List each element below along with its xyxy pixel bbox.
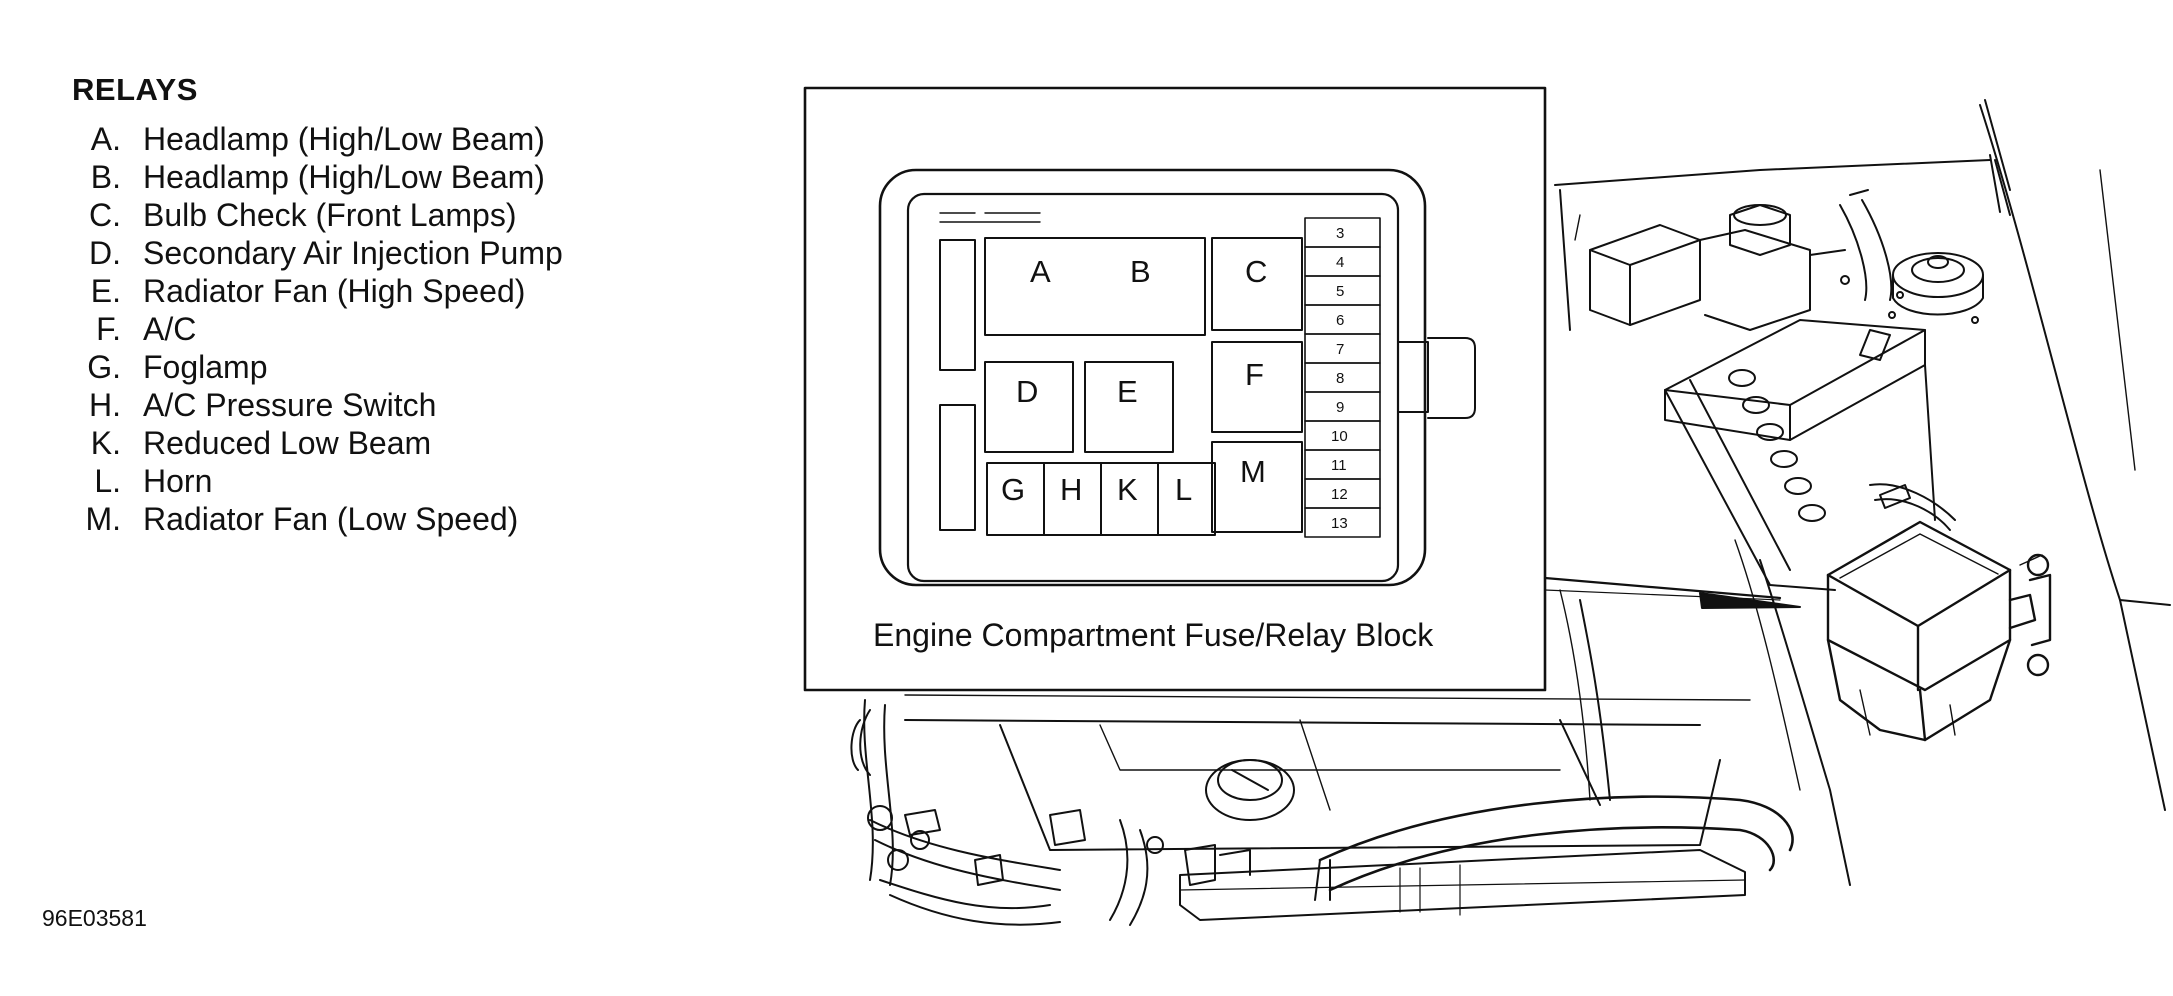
relay-e [1084,361,1174,453]
fuse-slot [1304,507,1381,538]
legend-letter: C. [89,197,121,233]
relay-d [984,361,1074,453]
relay-label-f: F [1245,357,1264,392]
fuse-relay-block: A B C D E F G H K L M 3 4 5 6 7 [878,168,1476,587]
legend-letter: D. [89,235,121,271]
legend-label: A/C [143,311,197,347]
legend-item-m: M. Radiator Fan (Low Speed) [58,500,563,538]
legend-label: Secondary Air Injection Pump [143,235,563,271]
relay-label-g: G [1001,472,1025,507]
legend-title: RELAYS [72,72,198,107]
legend-letter: F. [96,311,121,347]
legend-item-h: H. A/C Pressure Switch [58,386,563,424]
legend-item-c: C. Bulb Check (Front Lamps) [58,196,563,234]
fuse-label: 13 [1331,515,1348,532]
legend-item-g: G. Foglamp [58,348,563,386]
legend-letter: G. [87,349,121,385]
legend-label: Headlamp (High/Low Beam) [143,159,545,195]
relay-legend: RELAYS A. Headlamp (High/Low Beam) B. Head… [58,72,563,538]
fuse-label: 5 [1336,283,1344,300]
fuse-label: 11 [1331,457,1347,474]
inset-caption: Engine Compartment Fuse/Relay Block [873,617,1434,653]
relay-f [1211,341,1303,433]
fuse-label: 12 [1331,486,1348,503]
legend-label: Foglamp [143,349,268,385]
engine-compartment-drawing [850,99,2171,926]
relay-label-c: C [1245,254,1267,289]
legend-letter: M. [85,501,121,537]
pointer-arrow [1699,592,1801,609]
fuse-label: 3 [1336,225,1344,242]
legend-item-l: L. Horn [58,462,563,500]
legend-label: Radiator Fan (Low Speed) [143,501,519,537]
fuse-label: 7 [1336,341,1344,358]
legend-item-f: F. A/C [58,310,563,348]
fuse-label: 8 [1336,370,1344,387]
fuse-label: 6 [1336,312,1344,329]
legend-letter: E. [90,273,121,309]
relay-label-k: K [1117,472,1138,507]
fuse-label: 9 [1336,399,1344,416]
figure-id: 96E03581 [42,905,147,931]
relay-m [1211,441,1303,533]
legend-letter: K. [90,425,121,461]
relay-ab [984,237,1206,336]
battery-cells [1728,369,1826,522]
legend-letter: H. [89,387,121,423]
legend-label: A/C Pressure Switch [143,387,437,423]
legend-letter: L. [94,463,121,499]
legend-label: Reduced Low Beam [143,425,432,461]
legend-label: Bulb Check (Front Lamps) [143,197,517,233]
relay-label-h: H [1060,472,1082,507]
relay-label-e: E [1117,374,1138,409]
legend-label: Radiator Fan (High Speed) [143,273,526,309]
legend-item-b: B. Headlamp (High/Low Beam) [58,158,563,196]
inset-frame [803,86,1547,692]
legend-label: Headlamp (High/Low Beam) [143,121,545,157]
relay-l [1157,462,1216,536]
legend-item-d: D. Secondary Air Injection Pump [58,234,563,272]
legend-letter: A. [90,121,121,157]
legend-letter: B. [90,159,121,195]
fuse-label: 4 [1336,254,1344,271]
legend-item-e: E. Radiator Fan (High Speed) [58,272,563,310]
relay-label-l: L [1175,472,1192,507]
legend-item-a: A. Headlamp (High/Low Beam) [58,120,563,158]
fuse-block-3d [1826,520,2052,742]
fuse-column [1304,217,1381,538]
legend-label: Horn [143,463,213,499]
relay-c [1211,237,1303,331]
legend-item-k: K. Reduced Low Beam [58,424,563,462]
relay-label-m: M [1240,454,1266,489]
relay-label-d: D [1016,374,1038,409]
relay-label-b: B [1130,254,1151,289]
relay-label-a: A [1030,254,1051,289]
fuse-label: 10 [1331,428,1348,445]
